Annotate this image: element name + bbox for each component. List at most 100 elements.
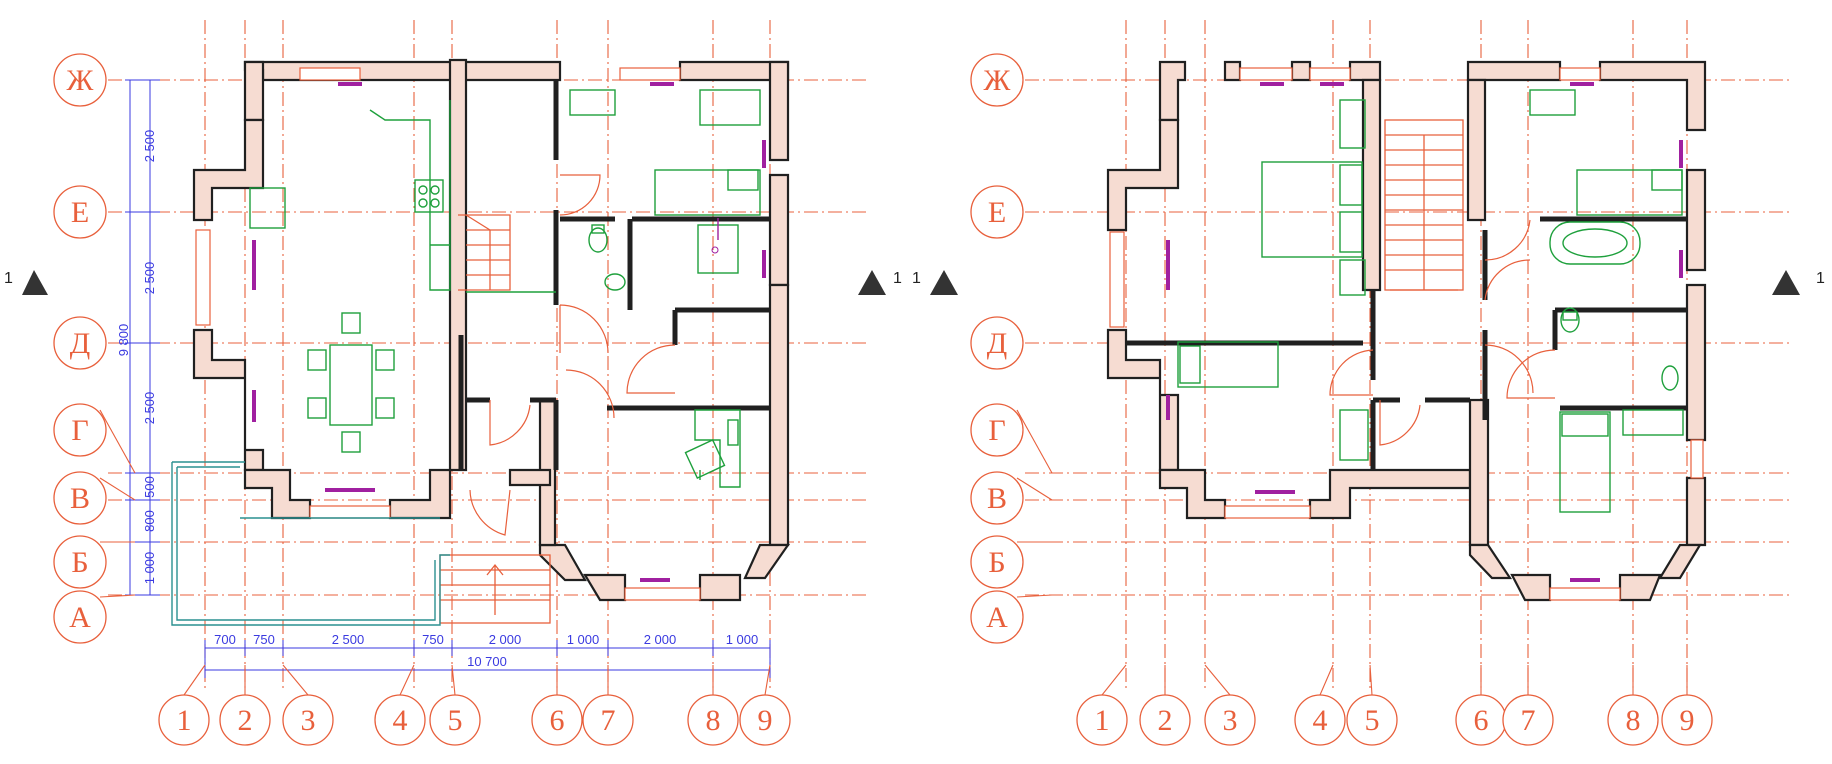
- vertical-dimension-label: 500: [142, 476, 157, 498]
- plan1-column-bubble: 8: [687, 665, 739, 746]
- plan1-row-label: Б: [71, 546, 88, 579]
- plan1-column-label: 4: [393, 704, 408, 737]
- plan2-column-bubble: 5: [1346, 664, 1398, 746]
- plan2-staircase: [1384, 119, 1464, 291]
- plan2-doors: [1329, 219, 1556, 446]
- plan1-staircase: [439, 214, 551, 624]
- plan2-row-label: Б: [988, 546, 1005, 579]
- plan1-row-label: Д: [70, 327, 90, 360]
- plan2-row-bubble: Б: [970, 535, 1052, 589]
- horizontal-dimension-label: 2 000: [489, 632, 522, 647]
- plan1-column-label: 8: [706, 704, 721, 737]
- horizontal-dimension-label: 1 000: [726, 632, 759, 647]
- plan2-walls: [1106, 60, 1707, 602]
- plan2-furniture: [1177, 89, 1684, 513]
- plan1-row-label: Е: [71, 196, 89, 229]
- plan2-column-bubble: 6: [1455, 665, 1507, 746]
- plan2-column-label: 8: [1626, 704, 1641, 737]
- plan1-column-label: 7: [601, 704, 616, 737]
- horizontal-dimension-label: 700: [214, 632, 236, 647]
- plan1-column-label: 1: [177, 704, 192, 737]
- plan2-row-bubble: Ж: [970, 53, 1024, 107]
- plan1-partitions: [458, 80, 770, 470]
- horizontal-dimension-label: 2 500: [332, 632, 365, 647]
- plan1-column-bubble: 6: [531, 665, 583, 746]
- plan2-column-bubble: 9: [1661, 665, 1713, 746]
- plan1-column-bubble: 2: [219, 665, 271, 746]
- plan2-row-label: Д: [987, 327, 1007, 360]
- plan1-row-label: Г: [71, 414, 88, 447]
- plan2-row-label: Ж: [984, 64, 1011, 97]
- plan1-doors: [469, 174, 676, 536]
- section-arrow-mid-b: [930, 270, 958, 295]
- horizontal-dimension-label: 750: [422, 632, 444, 647]
- horizontal-dimension-label: 750: [253, 632, 275, 647]
- section-label-mid-a: 1: [893, 270, 902, 287]
- plan2-row-label: Г: [988, 414, 1005, 447]
- plan1-column-bubble: 4: [374, 664, 426, 746]
- plan1-column-label: 9: [758, 704, 773, 737]
- plan1-column-bubble: 5: [429, 664, 481, 746]
- plan2-windows: [1109, 67, 1704, 601]
- plan2-row-bubble: В: [970, 471, 1053, 525]
- plan2-column-bubble: 2: [1139, 665, 1191, 746]
- horizontal-dimension-label: 2 000: [644, 632, 677, 647]
- plan1-row-bubble: Е: [53, 185, 107, 239]
- section-marks: 1 1 1 1: [4, 270, 1825, 295]
- second-floor-plan: [1025, 20, 1790, 690]
- plan2-column-label: 2: [1158, 704, 1173, 737]
- plan2-row-label: Е: [988, 196, 1006, 229]
- first-floor-plan: [108, 20, 870, 690]
- plan1-row-label: А: [69, 601, 91, 634]
- plan2-column-label: 9: [1680, 704, 1695, 737]
- vertical-dimension-label: 2 500: [142, 262, 157, 295]
- plan2-column-bubble: 4: [1294, 664, 1346, 746]
- plan2-row-bubble: А: [970, 590, 1053, 644]
- plan1-row-label: Ж: [67, 64, 94, 97]
- plan2-row-bubble: Г: [970, 403, 1053, 474]
- section-arrow-left: [22, 270, 48, 295]
- section-arrow-right: [1772, 270, 1800, 295]
- plan1-column-label: 5: [448, 704, 463, 737]
- plan2-row-bubble: Е: [970, 185, 1024, 239]
- plan2-column-label: 7: [1521, 704, 1536, 737]
- plan2-column-label: 6: [1474, 704, 1489, 737]
- plan2-partitions: [1126, 216, 1687, 470]
- plan1-furniture: [249, 89, 761, 488]
- plan1-column-bubble: 9: [739, 664, 791, 746]
- plan1-column-bubble: 1: [158, 664, 210, 746]
- plan1-row-bubble: Д: [53, 316, 107, 370]
- plan1-column-label: 6: [550, 704, 565, 737]
- vertical-total-dimension: 9 800: [116, 324, 131, 357]
- plan2-column-bubble: 1: [1076, 664, 1128, 746]
- plan2-column-bubble: 3: [1204, 664, 1256, 746]
- plan1-row-bubble: А: [53, 590, 136, 644]
- plan1-row-bubble: Б: [53, 535, 135, 589]
- plan2-column-bubble: 7: [1502, 665, 1554, 746]
- plan1-windows: [195, 67, 766, 601]
- section-arrow-mid-a: [858, 270, 886, 295]
- vertical-dimension-label: 2 500: [142, 392, 157, 425]
- vertical-dimension-label: 800: [142, 510, 157, 532]
- horizontal-total-dimension: 10 700: [467, 654, 507, 669]
- plan2-column-label: 4: [1313, 704, 1328, 737]
- plan2-column-label: 1: [1095, 704, 1110, 737]
- plan2-row-bubble: Д: [970, 316, 1024, 370]
- plan1-column-label: 3: [301, 704, 316, 737]
- section-label-right: 1: [1816, 270, 1825, 287]
- plan2-column-bubble: 8: [1607, 665, 1659, 746]
- plan2-row-label: А: [986, 601, 1008, 634]
- plan1-column-bubble: 7: [582, 665, 634, 746]
- plan1-terrace: [171, 461, 450, 626]
- vertical-dimension-label: 1 000: [142, 552, 157, 585]
- plan1-row-label: В: [70, 482, 90, 515]
- section-label-left: 1: [4, 270, 13, 287]
- plan2-column-label: 5: [1365, 704, 1380, 737]
- plan1-axis-grid: [108, 20, 870, 690]
- plan1-row-bubble: Г: [53, 403, 136, 474]
- section-label-mid-b: 1: [912, 270, 921, 287]
- plan1-column-bubble: 3: [282, 664, 334, 746]
